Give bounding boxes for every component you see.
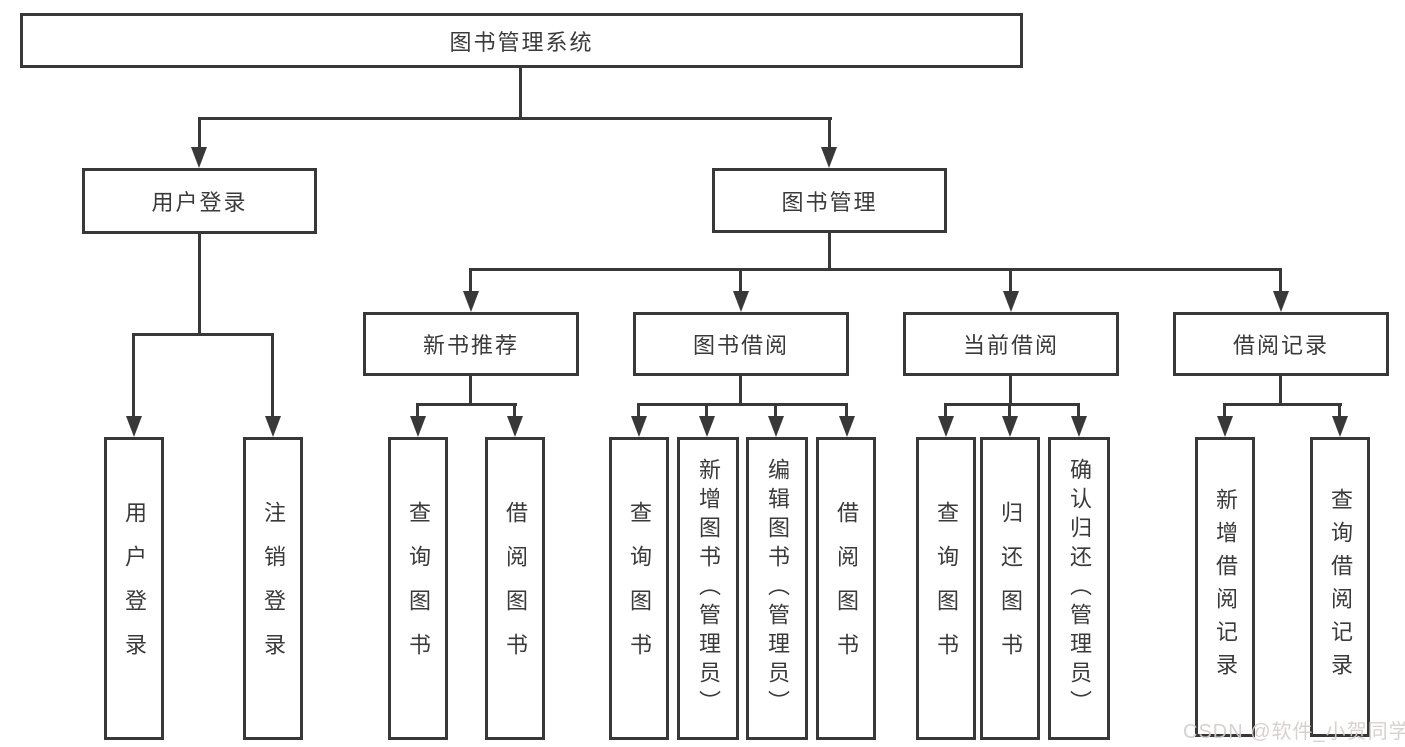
- leaf-borrow-query-books-label: 查询图书: [627, 500, 652, 677]
- connector: [198, 234, 201, 335]
- leaf-add-books-admin: 新增图书（管理员）: [677, 437, 739, 740]
- connector: [513, 403, 516, 419]
- connector: [1077, 403, 1080, 419]
- arrow-down-icon: [1002, 416, 1018, 437]
- arrow-down-icon: [839, 416, 855, 437]
- node-root: 图书管理系统: [20, 13, 1023, 68]
- arrow-down-icon: [410, 416, 426, 437]
- node-user-login: 用户登录: [82, 168, 317, 234]
- leaf-return-books-label: 归还图书: [998, 500, 1023, 677]
- leaf-edit-books-admin-label: 编辑图书（管理员）: [765, 458, 790, 719]
- arrow-down-icon: [507, 416, 523, 437]
- node-book-borrow-label: 图书借阅: [692, 333, 789, 358]
- connector: [1009, 268, 1012, 292]
- leaf-add-borrow-record-label: 新增借阅记录: [1213, 488, 1238, 686]
- node-current-borrow: 当前借阅: [903, 312, 1119, 376]
- node-borrow-records-label: 借阅记录: [1232, 333, 1329, 358]
- connector: [774, 403, 777, 419]
- connector: [416, 403, 419, 419]
- leaf-add-books-admin-label: 新增图书（管理员）: [696, 458, 721, 719]
- arrow-down-icon: [463, 291, 479, 312]
- arrow-down-icon: [1332, 416, 1348, 437]
- connector: [416, 403, 517, 406]
- arrow-down-icon: [1003, 291, 1019, 312]
- leaf-confirm-return-admin: 确认归还（管理员）: [1048, 437, 1110, 740]
- leaf-query-borrow-record-label: 查询借阅记录: [1328, 488, 1353, 686]
- arrow-down-icon: [1071, 416, 1087, 437]
- leaf-query-borrow-record: 查询借阅记录: [1310, 437, 1370, 737]
- node-book-mgmt-label: 图书管理: [781, 189, 878, 215]
- arrow-down-icon: [265, 416, 281, 437]
- connector: [469, 376, 472, 406]
- node-book-borrow: 图书借阅: [633, 312, 849, 376]
- arrow-down-icon: [733, 291, 749, 312]
- node-book-mgmt: 图书管理: [712, 168, 947, 233]
- arrow-down-icon: [1273, 291, 1289, 312]
- node-new-recommend-label: 新书推荐: [422, 333, 519, 358]
- leaf-logout-label: 注销登录: [261, 500, 286, 677]
- connector: [1223, 403, 1342, 406]
- leaf-current-query-books: 查询图书: [916, 437, 976, 740]
- leaf-borrow-books-label: 借阅图书: [834, 500, 859, 677]
- connector: [637, 403, 848, 406]
- connector: [828, 233, 831, 270]
- arrow-down-icon: [191, 147, 207, 168]
- connector: [828, 117, 831, 150]
- arrow-down-icon: [1217, 416, 1233, 437]
- connector: [469, 268, 472, 292]
- leaf-confirm-return-admin-label: 确认归还（管理员）: [1067, 458, 1092, 719]
- connector: [944, 403, 947, 419]
- leaf-recommend-borrow-books-label: 借阅图书: [503, 500, 528, 677]
- leaf-edit-books-admin: 编辑图书（管理员）: [746, 437, 808, 740]
- connector: [132, 333, 274, 336]
- connector: [739, 268, 742, 292]
- connector: [1009, 376, 1012, 406]
- node-borrow-records: 借阅记录: [1173, 312, 1389, 376]
- leaf-borrow-books: 借阅图书: [816, 437, 876, 740]
- connector: [519, 68, 522, 120]
- leaf-recommend-borrow-books: 借阅图书: [485, 437, 545, 740]
- node-root-label: 图书管理系统: [449, 29, 594, 55]
- node-user-login-label: 用户登录: [151, 190, 248, 215]
- connector: [845, 403, 848, 419]
- arrow-down-icon: [768, 416, 784, 437]
- connector: [637, 403, 640, 419]
- connector: [1338, 403, 1341, 419]
- connector: [1279, 376, 1282, 406]
- leaf-user-login-label: 用户登录: [122, 500, 147, 677]
- leaf-add-borrow-record: 新增借阅记录: [1195, 437, 1255, 737]
- csdn-watermark: CSDN @软件_小贺同学: [1183, 721, 1405, 743]
- connector: [132, 333, 135, 417]
- connector: [944, 403, 1080, 406]
- node-current-borrow-label: 当前借阅: [962, 333, 1059, 358]
- connector: [469, 268, 1282, 271]
- leaf-borrow-query-books: 查询图书: [609, 437, 669, 740]
- connector: [271, 333, 274, 417]
- connector: [198, 117, 832, 120]
- arrow-down-icon: [699, 416, 715, 437]
- connector: [705, 403, 708, 419]
- leaf-logout: 注销登录: [243, 437, 303, 740]
- arrow-down-icon: [821, 147, 837, 168]
- leaf-recommend-query-books-label: 查询图书: [406, 500, 431, 677]
- node-new-recommend: 新书推荐: [363, 312, 579, 376]
- connector: [1223, 403, 1226, 419]
- leaf-current-query-books-label: 查询图书: [934, 500, 959, 677]
- connector: [198, 117, 201, 150]
- arrow-down-icon: [938, 416, 954, 437]
- arrow-down-icon: [126, 416, 142, 437]
- leaf-return-books: 归还图书: [980, 437, 1040, 740]
- connector: [1279, 268, 1282, 292]
- leaf-recommend-query-books: 查询图书: [388, 437, 448, 740]
- leaf-user-login: 用户登录: [104, 437, 164, 740]
- connector: [1008, 403, 1011, 419]
- arrow-down-icon: [631, 416, 647, 437]
- connector: [739, 376, 742, 406]
